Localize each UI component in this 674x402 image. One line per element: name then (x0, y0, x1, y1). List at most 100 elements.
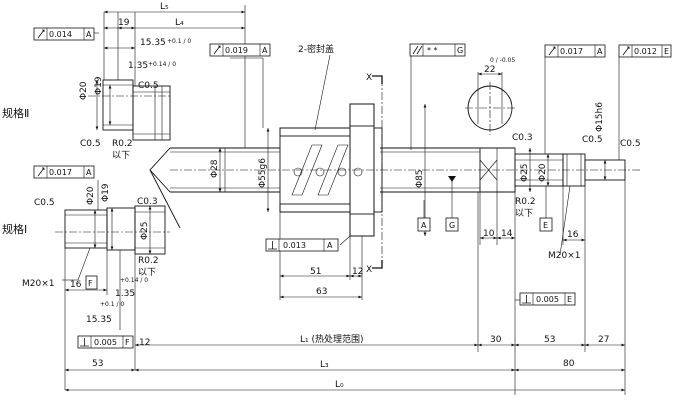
svg-text:F: F (125, 338, 130, 347)
svg-text:16: 16 (567, 230, 579, 240)
svg-text:R0.2: R0.2 (112, 139, 133, 149)
svg-text:C0.3: C0.3 (137, 197, 158, 207)
svg-text:R0.2: R0.2 (138, 256, 159, 266)
perpendicular-icon (522, 295, 531, 304)
svg-text:0.013: 0.013 (283, 241, 306, 250)
svg-text:Φ19: Φ19 (94, 76, 104, 95)
svg-text:16: 16 (70, 280, 82, 290)
svg-text:+0.14 / 0: +0.14 / 0 (148, 61, 176, 68)
svg-text:30: 30 (490, 335, 502, 345)
ball-nut (279, 78, 383, 265)
svg-text:0.019: 0.019 (225, 46, 248, 55)
spec-2-shaft-end (88, 12, 171, 141)
svg-text:0 / -0.05: 0 / -0.05 (490, 57, 515, 64)
svg-text:L₃: L₃ (320, 360, 329, 370)
svg-text:L₀: L₀ (335, 380, 344, 390)
svg-text:C0.5: C0.5 (582, 135, 603, 145)
runout-icon (548, 46, 556, 56)
svg-text:G: G (449, 221, 455, 230)
svg-text:12: 12 (139, 338, 150, 348)
spec-1-shaft-end (55, 205, 170, 390)
svg-text:R0.2: R0.2 (515, 197, 536, 207)
runout-icon (213, 45, 221, 55)
svg-text:C0.3: C0.3 (512, 133, 533, 143)
svg-text:Φ25: Φ25 (140, 221, 150, 240)
svg-text:Φ55g6: Φ55g6 (258, 158, 268, 188)
svg-text:A: A (597, 47, 603, 56)
svg-text:Φ25: Φ25 (520, 163, 530, 182)
svg-text:53: 53 (92, 359, 103, 369)
datum-f-box: F (85, 275, 98, 290)
svg-text:E: E (543, 221, 548, 230)
svg-text:22: 22 (484, 65, 495, 75)
svg-text:Φ85: Φ85 (415, 169, 425, 188)
svg-text:E: E (567, 295, 572, 304)
svg-text:Φ28: Φ28 (210, 159, 220, 178)
svg-text:X: X (366, 73, 372, 83)
svg-text:A: A (262, 46, 268, 55)
svg-text:G: G (457, 46, 463, 55)
svg-text:A: A (86, 30, 92, 39)
seal-cover-label: 2-密封盖 (298, 43, 334, 55)
svg-text:A: A (421, 221, 427, 230)
svg-text:C0.5: C0.5 (80, 139, 101, 149)
svg-text:Φ15h6: Φ15h6 (595, 102, 605, 132)
svg-text:C0.5: C0.5 (138, 81, 159, 91)
parallel-icon (412, 45, 423, 55)
svg-text:M20×1: M20×1 (22, 279, 54, 289)
datum-e-box: E (539, 186, 553, 232)
svg-text:F: F (88, 279, 93, 288)
svg-text:* *: * * (427, 46, 438, 55)
svg-text:0.005: 0.005 (536, 295, 559, 304)
dimension-lines (62, 5, 626, 395)
svg-text:10: 10 (483, 229, 495, 239)
svg-text:C0.5: C0.5 (34, 198, 55, 208)
fcf-perp-0005-f: 0.005 F (77, 335, 134, 349)
spec-1-label: 规格Ⅰ (2, 222, 27, 236)
main-screw-shaft (149, 147, 640, 229)
fcf-perp-0013-a: 0.013 A (265, 238, 339, 252)
datum-a-box: A (417, 200, 431, 232)
svg-text:14: 14 (501, 229, 513, 239)
svg-text:A: A (86, 168, 92, 177)
svg-text:15.35: 15.35 (86, 315, 112, 325)
runout-icon (37, 29, 45, 39)
svg-text:L₅: L₅ (160, 2, 169, 12)
datum-g-box: G (445, 176, 459, 232)
runout-icon (622, 46, 630, 56)
svg-text:C0.5: C0.5 (620, 139, 641, 149)
fcf-runout-0017-a-right: 0.017 A (544, 44, 606, 58)
svg-text:63: 63 (316, 287, 327, 297)
svg-text:1.35: 1.35 (128, 61, 148, 71)
svg-text:51: 51 (310, 267, 321, 277)
svg-text:0.017: 0.017 (560, 47, 583, 56)
svg-text:M20×1: M20×1 (548, 251, 580, 261)
svg-text:0.017: 0.017 (49, 168, 72, 177)
fcf-parallel-g: * * G (409, 43, 466, 57)
perpendicular-icon (268, 241, 277, 250)
svg-text:1.35: 1.35 (115, 289, 135, 299)
svg-text:0.012: 0.012 (634, 47, 657, 56)
svg-text:15.35: 15.35 (140, 38, 166, 48)
svg-text:+0.1 / 0: +0.1 / 0 (167, 38, 191, 45)
svg-text:Φ19: Φ19 (101, 183, 111, 202)
spec-2-label: 规格Ⅱ (2, 106, 29, 120)
perpendicular-icon (80, 338, 89, 347)
svg-text:0.005: 0.005 (94, 338, 117, 347)
svg-text:27: 27 (598, 335, 609, 345)
svg-text:53: 53 (544, 335, 555, 345)
svg-text:12: 12 (352, 267, 363, 277)
svg-text:+0.1 / 0: +0.1 / 0 (100, 301, 124, 308)
svg-text:A: A (327, 241, 333, 250)
fcf-runout-0019-a: 0.019 A (209, 43, 271, 57)
runout-icon (37, 167, 45, 177)
svg-text:X: X (366, 265, 372, 275)
svg-text:Φ20: Φ20 (86, 186, 96, 205)
fcf-runout-0012-e: 0.012 E (618, 44, 672, 58)
svg-text:Φ20: Φ20 (538, 163, 548, 182)
svg-text:19: 19 (118, 18, 130, 28)
fcf-runout-0017-a-left: 0.017 A (33, 165, 95, 179)
fcf-runout-0014-a: 0.014 A (33, 27, 95, 41)
svg-text:以下: 以下 (112, 151, 130, 161)
